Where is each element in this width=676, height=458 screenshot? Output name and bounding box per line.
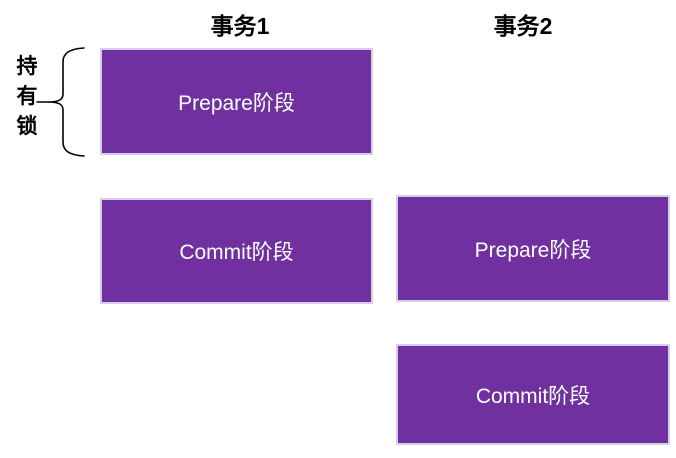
box-transaction1-prepare-phase: Prepare阶段: [100, 48, 373, 155]
lock-scope-brace-icon: [36, 47, 85, 157]
lock-label-char-3: 锁: [16, 115, 38, 138]
transaction-1-header: 事务1: [210, 13, 270, 39]
transaction-2-header: 事务2: [493, 13, 553, 39]
lock-label-char-1: 持: [16, 55, 38, 78]
holding-lock-label: 持 有 锁: [14, 52, 40, 142]
box-transaction2-commit-phase: Commit阶段: [396, 344, 670, 445]
box-transaction2-prepare-phase: Prepare阶段: [396, 195, 670, 302]
lock-label-char-2: 有: [16, 85, 38, 108]
box-transaction1-commit-phase: Commit阶段: [100, 198, 373, 304]
